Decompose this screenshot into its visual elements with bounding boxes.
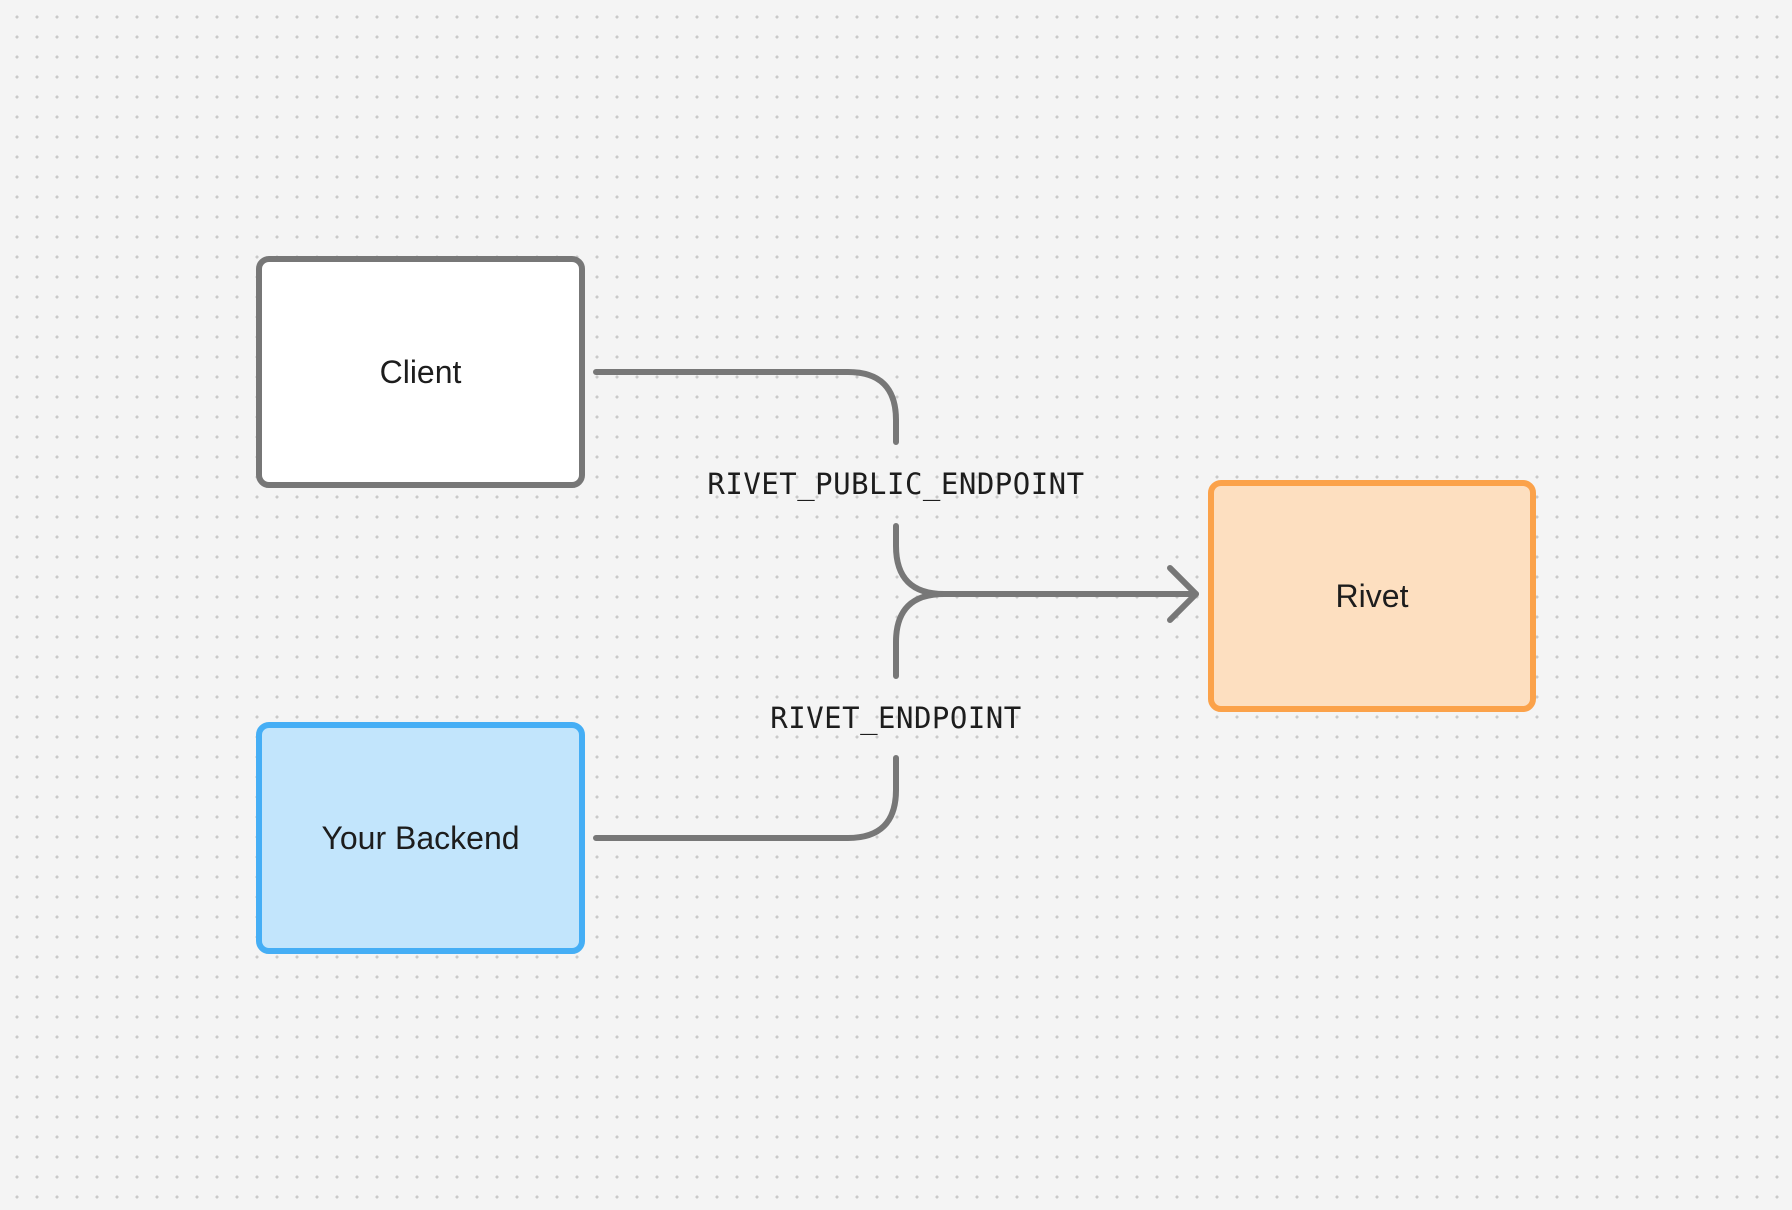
- client-node-label: Client: [379, 353, 462, 390]
- backend-to-rivet-connector[interactable]: [593, 755, 899, 841]
- client-to-rivet-connector-lower[interactable]: [893, 523, 947, 597]
- endpoint-label: RIVET_ENDPOINT: [770, 701, 1022, 735]
- public-endpoint-label: RIVET_PUBLIC_ENDPOINT: [707, 467, 1085, 501]
- rivet-node[interactable]: Rivet: [1208, 480, 1536, 712]
- backend-node[interactable]: Your Backend: [256, 722, 585, 954]
- client-node[interactable]: Client: [256, 256, 585, 488]
- client-to-rivet-connector[interactable]: [593, 369, 899, 445]
- arrowhead-icon: [1167, 565, 1199, 623]
- backend-to-rivet-connector-upper[interactable]: [893, 591, 947, 679]
- rivet-node-label: Rivet: [1335, 577, 1409, 614]
- backend-node-label: Your Backend: [321, 819, 520, 856]
